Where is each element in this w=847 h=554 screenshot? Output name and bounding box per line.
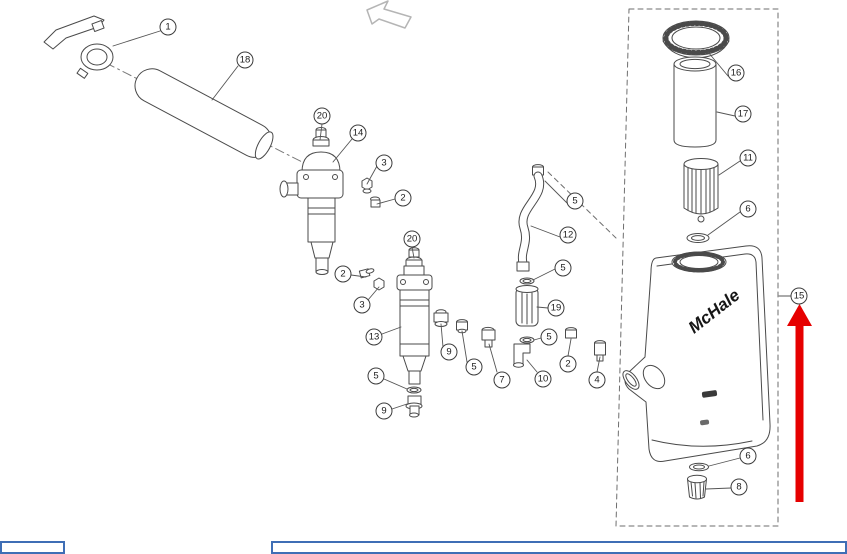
callout-12: 12	[559, 226, 577, 244]
part-6-oring-lower	[689, 462, 709, 472]
callout-16: 16	[727, 64, 745, 82]
part-9-5-7-10-fittings-right	[433, 309, 531, 368]
part-15-tank: McHale	[622, 245, 771, 462]
callout-11: 11	[739, 149, 757, 167]
callout-7: 7	[493, 371, 511, 389]
table-top-edge-right	[271, 541, 847, 554]
callout-6: 6	[739, 447, 757, 465]
callout-19: 19	[547, 299, 565, 317]
part-17-filler-neck	[673, 56, 717, 148]
callout-10: 10	[534, 370, 552, 388]
callout-5: 5	[554, 259, 572, 277]
part-16-cap	[662, 20, 730, 59]
part-11-filter-element	[683, 158, 719, 223]
part-19-filter	[515, 277, 539, 344]
callout-5: 5	[566, 192, 584, 210]
callout-15: 15	[790, 287, 808, 305]
callout-20: 20	[403, 230, 421, 248]
callout-14: 14	[349, 124, 367, 142]
tank-assembly: McHale	[622, 20, 771, 500]
callout-4: 4	[588, 371, 606, 389]
detail-boundary-box	[615, 8, 779, 527]
part-2-4-fittings-far-right	[565, 327, 606, 362]
part-1-lever-clamp	[43, 15, 114, 79]
table-top-edge-left	[0, 541, 65, 554]
callout-6: 6	[739, 200, 757, 218]
tank-emblem	[701, 390, 718, 398]
part-18-cylinder	[134, 68, 274, 160]
part-6-oring-upper	[686, 233, 710, 243]
callout-9: 9	[375, 402, 393, 420]
callout-1: 1	[159, 18, 177, 36]
part-8-drain-plug	[687, 474, 707, 500]
tank-emblem-small	[700, 419, 710, 426]
leader-lines	[112, 30, 792, 490]
callout-2: 2	[334, 265, 352, 283]
callout-3: 3	[353, 296, 371, 314]
callout-5: 5	[540, 328, 558, 346]
callout-18: 18	[236, 51, 254, 69]
callout-9: 9	[440, 343, 458, 361]
callout-8: 8	[730, 478, 748, 496]
callout-5: 5	[367, 367, 385, 385]
part-13-pump-assembly	[396, 247, 433, 418]
callout-20: 20	[313, 107, 331, 125]
callout-2: 2	[394, 189, 412, 207]
callout-5: 5	[465, 358, 483, 376]
callout-3: 3	[375, 154, 393, 172]
callout-13: 13	[365, 328, 383, 346]
callout-17: 17	[734, 105, 752, 123]
part-2-3-fittings-left	[358, 268, 385, 291]
part-12-hose	[516, 164, 545, 272]
callout-2: 2	[559, 355, 577, 373]
red-arrow	[787, 304, 812, 502]
part-14-pump-assembly	[279, 127, 344, 275]
nav-arrow-icon	[366, 0, 412, 29]
